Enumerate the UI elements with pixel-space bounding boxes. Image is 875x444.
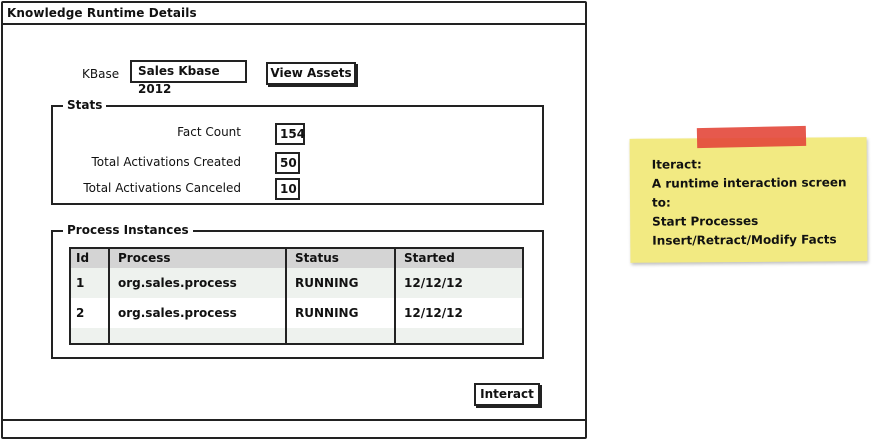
kbase-label: KBase [82,67,120,81]
kbase-selector[interactable]: Sales Kbase 2012 [130,60,247,96]
process-instances-table: Id Process Status Started 1 org.sales.pr… [69,247,524,345]
fact-count-label: Fact Count [177,125,241,139]
column-header-id[interactable]: Id [76,251,90,265]
note-line: Iteract: [651,157,702,172]
note-line: Start Processes [652,213,759,229]
process-instances-group: Process Instances Id Process Status Star… [51,223,544,359]
activations-canceled-value: 10 [275,178,300,200]
table-row[interactable]: 2 org.sales.process RUNNING 12/12/12 [71,298,522,328]
activations-canceled-label: Total Activations Canceled [83,181,241,195]
cell-started: 12/12/12 [404,276,463,290]
note-line: A runtime interaction screen to: [651,175,847,210]
table-row[interactable]: 1 org.sales.process RUNNING 12/12/12 [71,268,522,298]
activations-created-label: Total Activations Created [91,155,241,169]
stats-group: Stats Fact Count 154 Total Activations C… [51,98,544,205]
table-header: Id Process Status Started [71,249,522,269]
fact-count-value: 154 [275,123,305,145]
note-text: Iteract: A runtime interaction screen to… [652,154,868,250]
activations-created-value: 50 [275,152,300,174]
column-header-process[interactable]: Process [118,251,171,265]
cell-process: org.sales.process [118,276,237,290]
title-bar: Knowledge Runtime Details [3,3,585,25]
cell-started: 12/12/12 [404,306,463,320]
cell-process: org.sales.process [118,306,237,320]
tape-strip [696,125,807,149]
cell-status: RUNNING [295,276,359,290]
column-divider [285,249,287,343]
sticky-note: Iteract: A runtime interaction screen to… [629,137,868,263]
knowledge-runtime-window: Knowledge Runtime Details KBase Sales Kb… [1,1,587,439]
interact-button[interactable]: Interact [474,383,540,406]
column-divider [108,249,110,343]
status-bar [3,419,585,421]
window-title: Knowledge Runtime Details [7,6,197,20]
column-divider [394,249,396,343]
column-header-started[interactable]: Started [404,251,455,265]
column-header-status[interactable]: Status [295,251,339,265]
stats-legend: Stats [63,98,107,112]
cell-id: 1 [76,276,85,290]
cell-id: 2 [76,306,85,320]
process-instances-legend: Process Instances [63,223,193,237]
view-assets-button[interactable]: View Assets [266,62,356,85]
note-line: Insert/Retract/Modify Facts [652,232,837,248]
cell-status: RUNNING [295,306,359,320]
table-row-empty [71,328,522,343]
